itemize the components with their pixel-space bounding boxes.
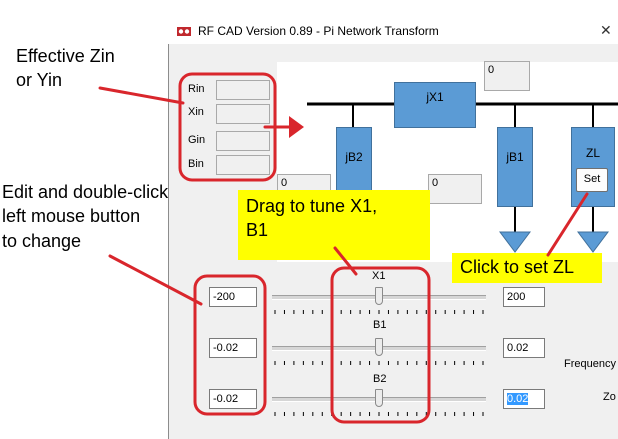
rin-label: Rin	[188, 83, 205, 95]
rin-field	[216, 80, 270, 100]
x1-slider-thumb[interactable]	[375, 287, 383, 305]
jb1-label: jB1	[506, 150, 524, 164]
jx1-label: jX1	[426, 90, 444, 104]
x1-max-input[interactable]: 200	[503, 287, 545, 307]
b2-max-input[interactable]: 0.02	[503, 389, 545, 409]
jx1-value: 0	[484, 61, 530, 91]
app-icon	[177, 27, 191, 36]
title-bar	[168, 18, 618, 44]
b2-slider-thumb[interactable]	[375, 389, 383, 407]
b1-max-input[interactable]: 0.02	[503, 338, 545, 358]
b1-min-input[interactable]: -0.02	[209, 338, 257, 358]
jx1-block: jX1	[394, 82, 476, 128]
b2-min-input[interactable]: -0.02	[209, 389, 257, 409]
min-inputs-highlight	[193, 274, 267, 416]
arrow-right-icon	[289, 116, 304, 138]
b1-slider-thumb[interactable]	[375, 338, 383, 356]
gin-field	[216, 131, 270, 151]
edit-hint-callout: Edit and double-click left mouse button …	[2, 182, 169, 251]
set-zl-button[interactable]: Set	[576, 168, 608, 192]
effective-zin-callout: Effective Zin or Yin	[16, 46, 115, 91]
xin-field	[216, 104, 270, 124]
b2-slider-ticks	[274, 412, 484, 416]
jb2-label: jB2	[345, 150, 363, 164]
drag-pointer-line	[333, 246, 358, 276]
zin-pointer-line	[98, 86, 185, 105]
b2-max-selected-text: 0.02	[507, 393, 529, 405]
jb1-block: jB1	[497, 127, 533, 207]
b1-slider-label: B1	[373, 319, 387, 331]
set-hint-callout: Click to set ZL	[452, 253, 602, 283]
gin-label: Gin	[188, 134, 206, 146]
zo-label: Zo	[603, 391, 616, 403]
x1-min-input[interactable]: -200	[209, 287, 257, 307]
zl-label: ZL	[585, 146, 600, 160]
window-title: RF CAD Version 0.89 - Pi Network Transfo…	[198, 24, 439, 38]
b2-slider-label: B2	[373, 373, 387, 385]
jb1-value: 0	[428, 174, 482, 204]
b1-slider-ticks	[274, 361, 484, 365]
edit-pointer-line	[108, 254, 203, 306]
close-icon[interactable]: ✕	[600, 22, 612, 38]
set-pointer-line	[546, 192, 589, 257]
x1-slider-label: X1	[372, 270, 386, 282]
zl-block: ZL	[571, 127, 615, 207]
xin-label: Xin	[188, 106, 204, 118]
bin-label: Bin	[188, 158, 204, 170]
thumbs-highlight	[330, 266, 431, 424]
frequency-label: Frequency	[564, 358, 616, 370]
bin-field	[216, 155, 270, 175]
field-group-highlight	[178, 72, 277, 182]
